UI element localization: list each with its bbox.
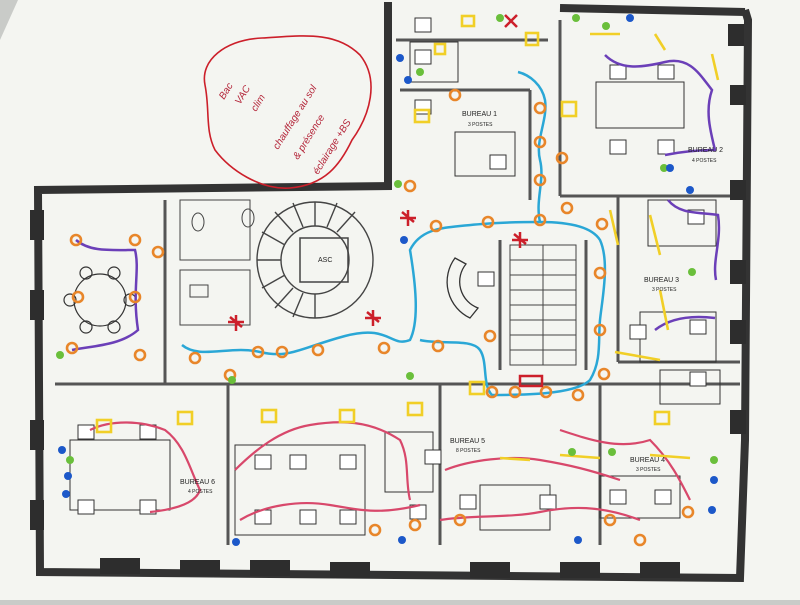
building-walls	[33, 2, 753, 583]
pink-cable-routes	[89, 421, 691, 522]
bureau-2-name: BUREAU 2	[688, 147, 723, 154]
reception-desk	[446, 257, 480, 319]
bureau-6-name: BUREAU 6	[180, 479, 215, 486]
elevator-label: ASC	[318, 257, 332, 264]
elevator-shaft	[299, 237, 349, 283]
bureau-5-name: BUREAU 5	[450, 438, 485, 445]
orange-outlets	[65, 88, 695, 547]
spiral-staircase	[256, 201, 374, 319]
bureau-2-postes: 4 POSTES	[692, 158, 717, 164]
green-markers	[56, 14, 718, 464]
bureau-3-name: BUREAU 3	[644, 277, 679, 284]
bureau-6-postes: 4 POSTES	[188, 489, 213, 495]
yellow-markers	[95, 14, 720, 462]
straight-staircase	[509, 244, 577, 366]
blue-markers	[58, 14, 718, 546]
purple-cable-routes	[71, 54, 721, 352]
interior-walls	[55, 20, 740, 545]
bureau-1-postes: 3 POSTES	[468, 122, 493, 128]
office-chairs	[77, 17, 707, 525]
toilet-block	[179, 199, 255, 326]
facade-pillars	[30, 24, 746, 578]
red-fire-symbols	[228, 14, 544, 388]
bureau-1-name: BUREAU 1	[462, 111, 497, 118]
bureau-5-postes: 8 POSTES	[456, 448, 481, 454]
bureau-4-name: BUREAU 4	[630, 457, 665, 464]
bureau-3-postes: 3 POSTES	[652, 287, 677, 293]
bureau-4-postes: 3 POSTES	[636, 467, 661, 473]
room-labels: BUREAU 1 3 POSTES BUREAU 2 4 POSTES BURE…	[180, 111, 723, 495]
blue-cable-north	[517, 70, 547, 223]
